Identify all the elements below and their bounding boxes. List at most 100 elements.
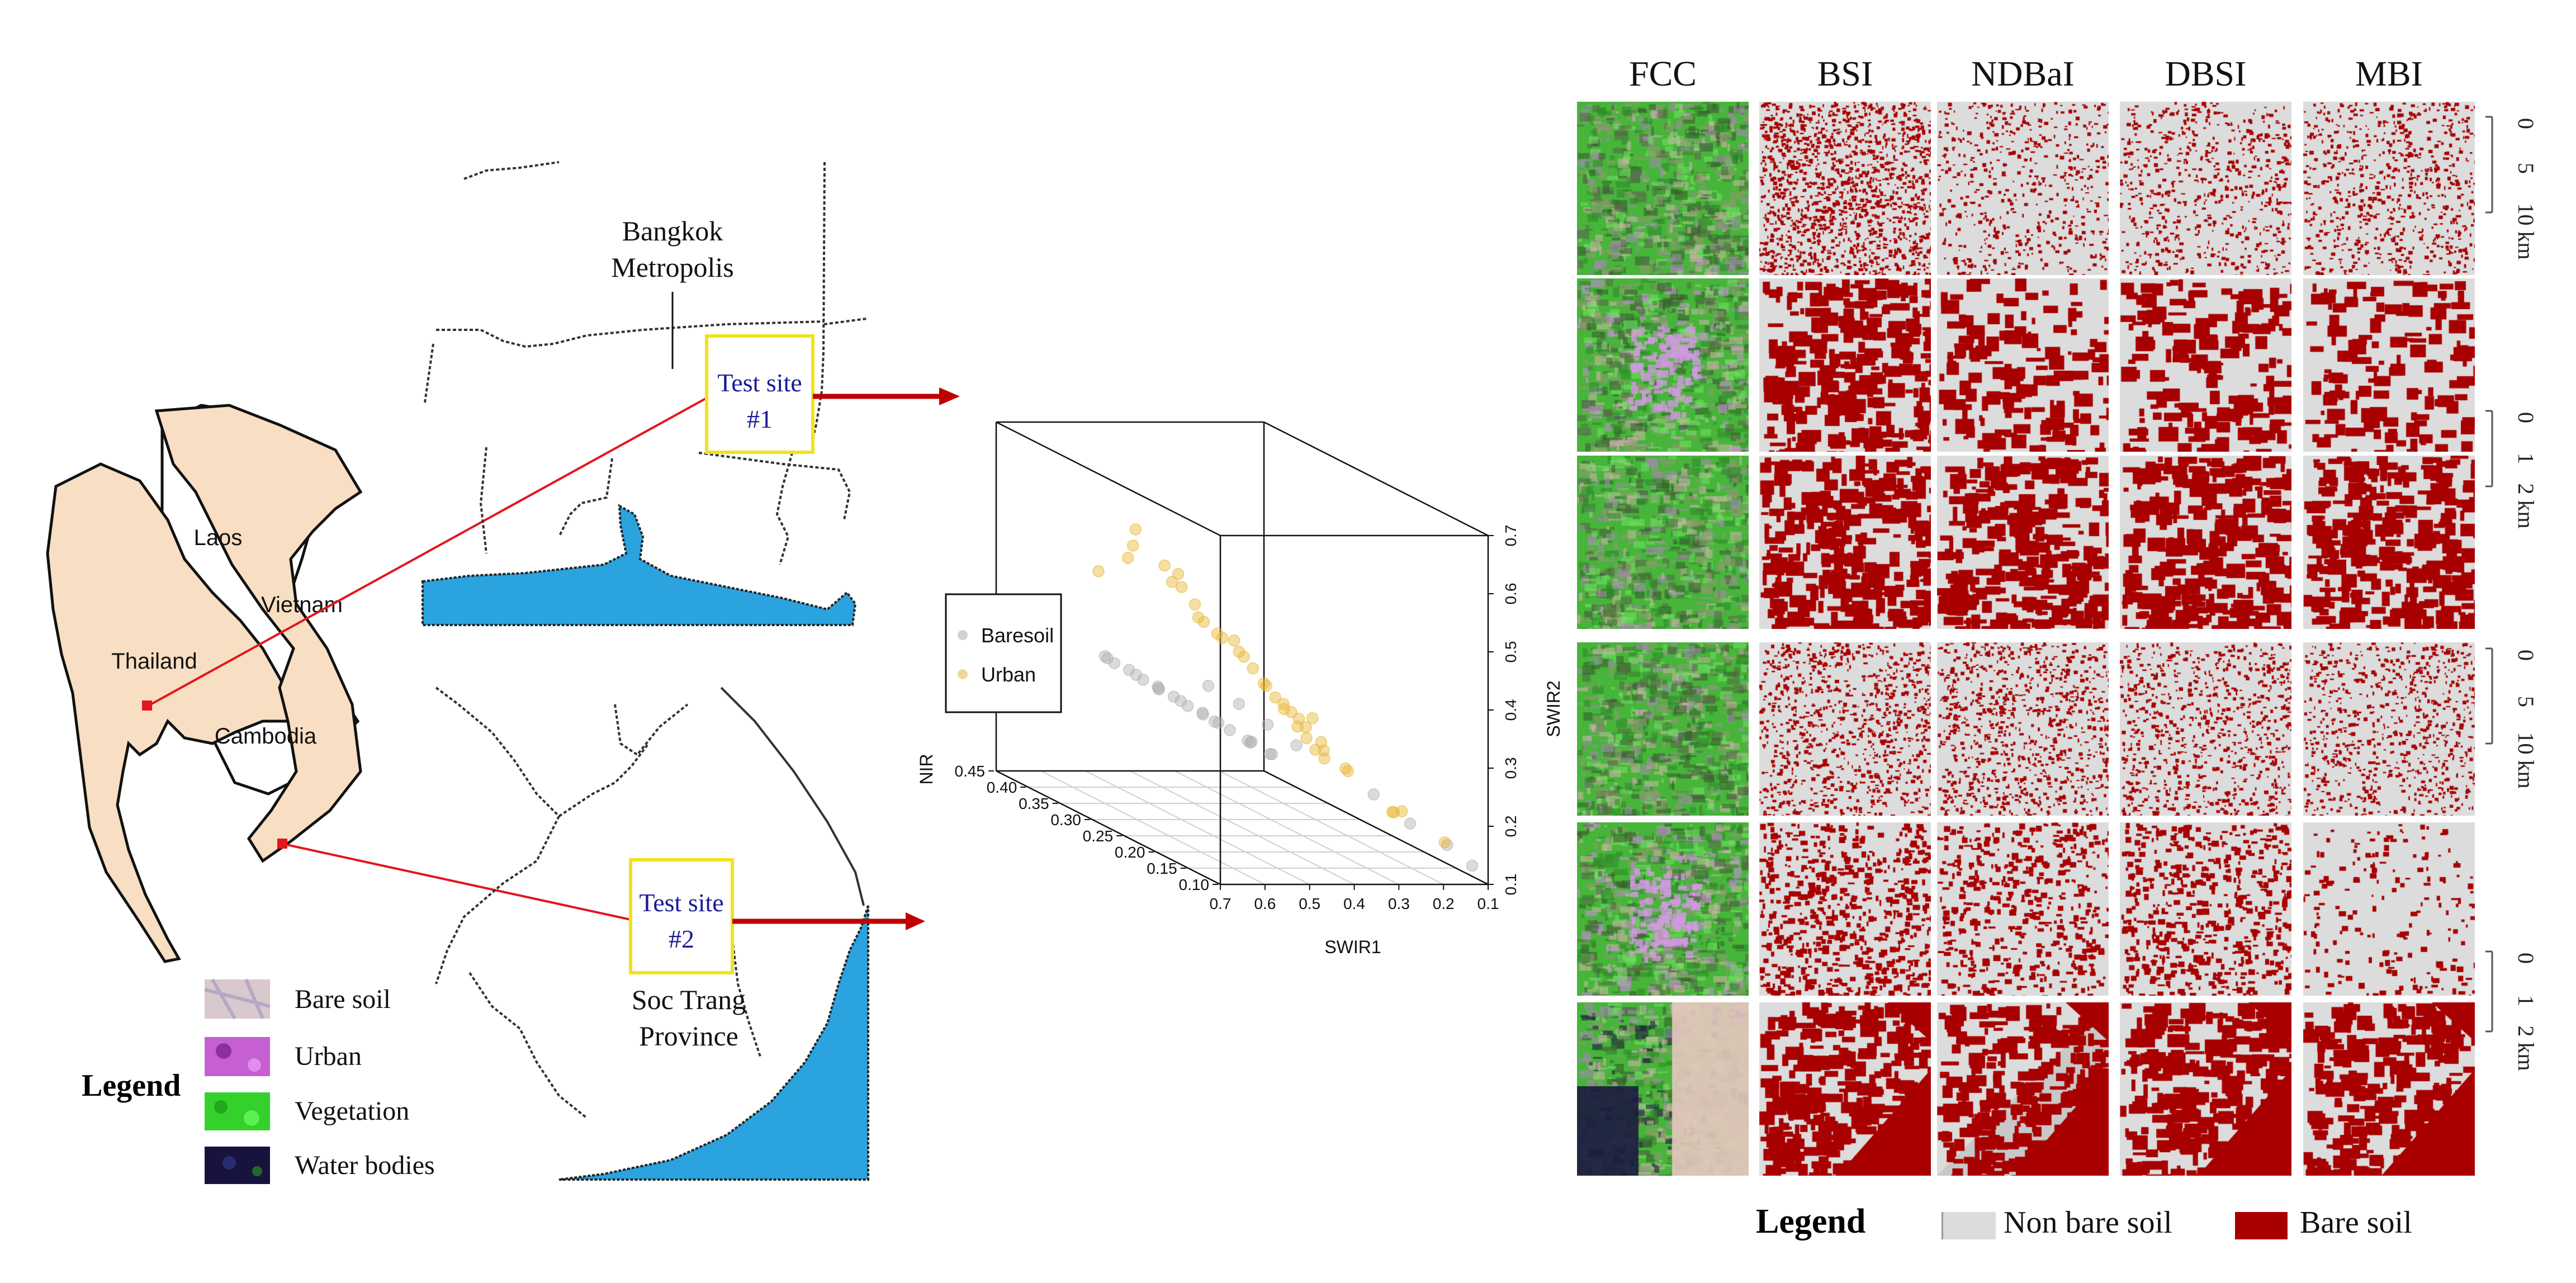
floor-grid-line — [1174, 770, 1399, 885]
test-site-1-number: #1 — [747, 405, 773, 433]
land-cover-legend-title: Legend — [82, 1068, 181, 1103]
scatter-point-urban — [1342, 765, 1355, 778]
scatter-point-urban — [1247, 662, 1259, 675]
scatter-point-baresoil — [1244, 736, 1257, 749]
scatter-point-baresoil — [1101, 652, 1114, 665]
legend-label-baresoil: Baresoil — [981, 624, 1054, 647]
scatter-point-baresoil — [1130, 669, 1143, 681]
z-tick-label: 0.1 — [1502, 874, 1519, 896]
x-tick-label: 0.7 — [1210, 895, 1232, 912]
scatter-point-urban — [1216, 632, 1229, 645]
site2-marker — [277, 839, 287, 849]
non-bare-soil-label: Non bare soil — [2004, 1205, 2172, 1240]
site1-marker — [142, 700, 152, 711]
index-map-ndbai-row-2 — [1937, 278, 2109, 452]
urban-swatch — [205, 1037, 270, 1076]
scatter-point-urban — [1129, 523, 1142, 536]
x-tick-label: 0.4 — [1343, 895, 1365, 912]
site1-leader-line — [148, 397, 707, 707]
thailand-label: Thailand — [111, 649, 197, 674]
index-map-bsi-row-5 — [1759, 822, 1931, 996]
water-bodies-swatch — [205, 1147, 270, 1184]
test-site-2-box[interactable]: Test site #2 — [629, 858, 734, 974]
z-tick-label: 0.4 — [1502, 699, 1519, 721]
scatter-point-urban — [1188, 598, 1201, 610]
vietnam-land — [154, 404, 363, 863]
bangkok-sea — [422, 504, 857, 626]
scatter-point-urban — [1228, 634, 1240, 647]
bangkok-label-line1: Bangkok — [622, 215, 723, 247]
test-site-2-label: Test site — [639, 888, 723, 917]
scale-bar-label: 0 — [2513, 118, 2539, 129]
site2-arrow-icon — [732, 912, 925, 930]
test-site-1-box[interactable]: Test site #1 — [705, 334, 815, 454]
scale-bar-label: 0 — [2513, 953, 2539, 964]
floor-grid-line — [1130, 770, 1355, 885]
laos-label: Laos — [194, 525, 243, 550]
y-tick-label: 0.25 — [1083, 827, 1114, 845]
index-map-bsi-row-1 — [1759, 102, 1931, 275]
thailand-land — [46, 462, 292, 963]
index-map-bsi-row-2 — [1759, 278, 1931, 452]
scatter-point-baresoil — [1153, 683, 1165, 695]
index-map-dbsi-row-3 — [2120, 456, 2291, 629]
legend-label-urban: Urban — [981, 663, 1036, 686]
index-map-ndbai-row-5 — [1937, 822, 2109, 996]
cube-edge — [1263, 421, 1489, 537]
scatter-point-urban — [1300, 732, 1313, 745]
scatter-point-baresoil — [1123, 664, 1135, 676]
scatter-point-baresoil — [1181, 699, 1194, 712]
y-tick-label: 0.15 — [1147, 860, 1177, 877]
scatter-point-urban — [1269, 691, 1281, 704]
x-tick-label: 0.6 — [1254, 895, 1276, 912]
scale-bar-label: 10 km — [2513, 203, 2539, 259]
land-cover-legend: Legend Bare soil Urban Vegetation Water … — [82, 978, 435, 1184]
fcc-image-row-6 — [1577, 1002, 1749, 1176]
scale-bar-label: 0 — [2513, 650, 2539, 661]
index-map-mbi-row-4 — [2303, 642, 2475, 816]
index-map-ndbai-row-3 — [1937, 456, 2109, 629]
index-map-dbsi-row-1 — [2120, 102, 2291, 275]
x-tick-label: 0.3 — [1388, 895, 1410, 912]
index-map-ndbai-row-4 — [1937, 642, 2109, 816]
index-map-mbi-row-1 — [2303, 102, 2475, 275]
scatter-point-urban — [1238, 651, 1251, 663]
scatter-point-urban — [1126, 539, 1139, 552]
y-tick-label: 0.10 — [1179, 876, 1210, 893]
scatter-legend: Baresoil Urban — [945, 593, 1062, 713]
index-map-mbi-row-3 — [2303, 456, 2475, 629]
scatter-point-urban — [1121, 552, 1134, 564]
scatter-point-urban — [1292, 713, 1305, 725]
column-header-fcc: FCC — [1629, 54, 1697, 93]
site1-arrow-icon — [813, 387, 960, 405]
index-map-dbsi-row-5 — [2120, 822, 2291, 996]
index-map-bsi-row-6 — [1759, 1002, 1931, 1176]
column-header-mbi: MBI — [2355, 54, 2423, 93]
index-map-bsi-row-3 — [1759, 456, 1931, 629]
scatter-point-urban — [1158, 559, 1171, 572]
scatter-point-urban — [1233, 645, 1246, 658]
scatter-point-baresoil — [1261, 718, 1274, 731]
scatter-point-baresoil — [1404, 817, 1417, 830]
scatter-point-baresoil — [1290, 739, 1303, 751]
scatter-point-urban — [1092, 565, 1105, 577]
floor-grid-line — [1085, 770, 1310, 885]
z-tick-label: 0.6 — [1502, 583, 1519, 605]
scale-bar-label: 2 km — [2513, 483, 2539, 528]
scatter-point-urban — [1438, 836, 1451, 849]
scatter-point-urban — [1260, 680, 1272, 692]
scatter-point-urban — [1318, 752, 1330, 765]
x-tick-label: 0.2 — [1433, 895, 1455, 912]
z-tick-label: 0.2 — [1502, 816, 1519, 837]
scale-bar-label: 0 — [2513, 412, 2539, 423]
z-tick-label: 0.3 — [1502, 758, 1519, 779]
scatter-point-urban — [1278, 703, 1290, 716]
site2-leader-line — [283, 843, 631, 921]
x-tick-label: 0.1 — [1478, 895, 1499, 912]
scatter-point-urban — [1309, 744, 1322, 756]
y-tick-label: 0.20 — [1115, 844, 1145, 861]
scatter-point-urban — [1175, 581, 1188, 593]
